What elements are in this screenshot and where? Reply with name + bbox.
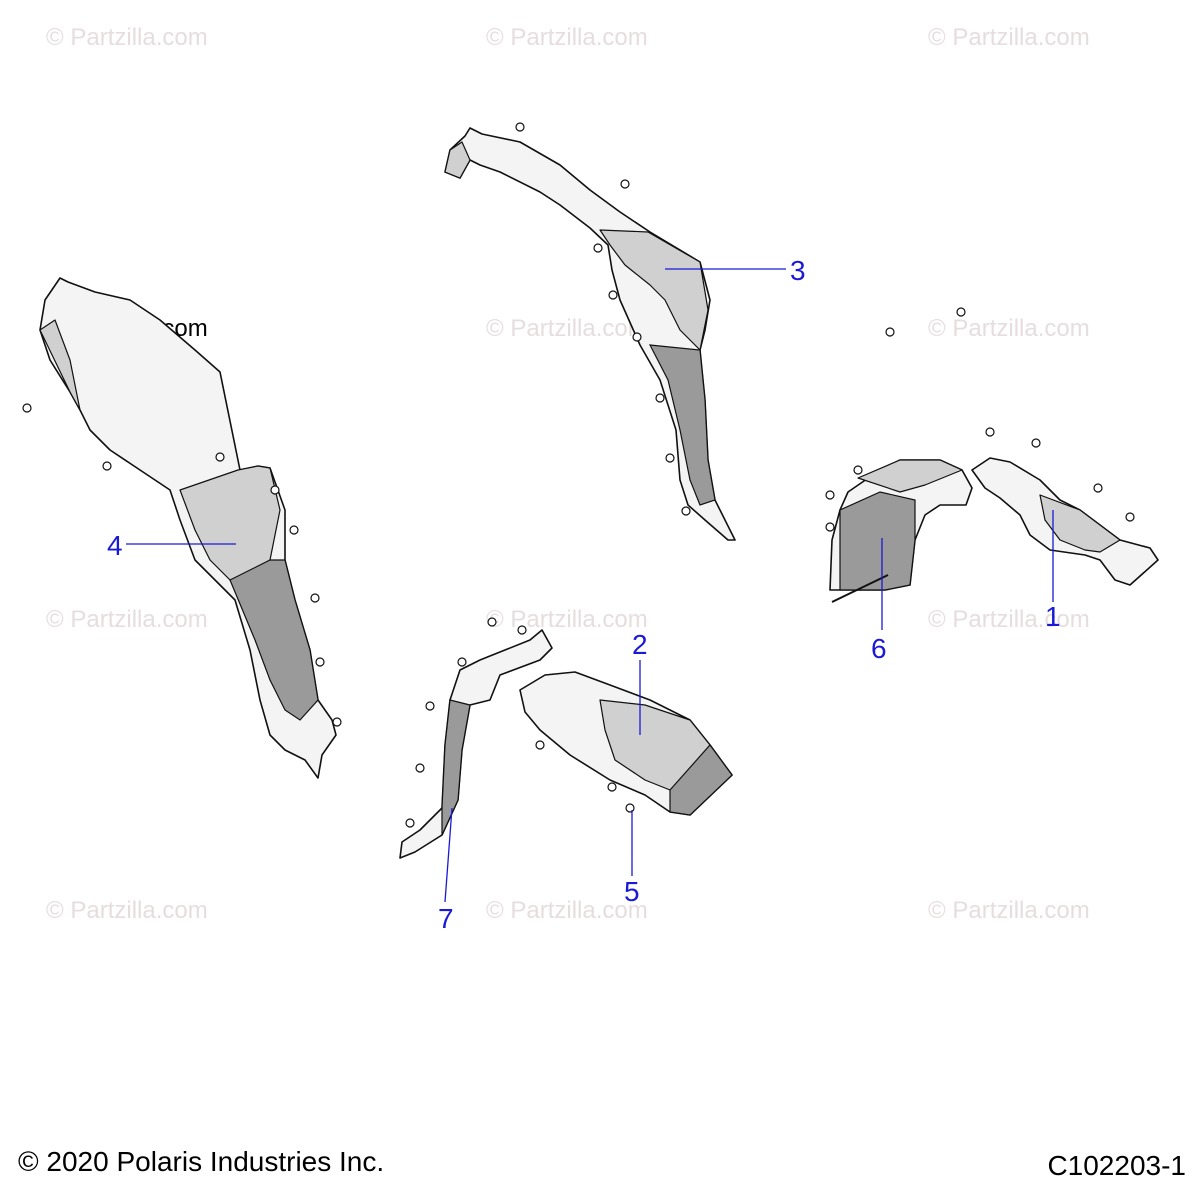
watermark-bottom-right: © Partzilla.com: [928, 897, 1090, 924]
fastener-icon: [681, 506, 691, 516]
fastener-icon: [535, 740, 545, 750]
watermark-bottom-left: © Partzilla.com: [46, 897, 208, 924]
watermark-top-right: © Partzilla.com: [928, 24, 1090, 51]
fastener-icon: [1093, 483, 1103, 493]
fastener-icon: [270, 485, 280, 495]
callout-6[interactable]: 6: [871, 633, 887, 664]
watermark-bottom-center: © Partzilla.com: [486, 897, 648, 924]
fastener-icon: [825, 490, 835, 500]
fastener-icon: [825, 522, 835, 532]
watermark-top-left: © Partzilla.com: [46, 24, 208, 51]
fastener-icon: [457, 657, 467, 667]
watermark-mid-right: © Partzilla.com: [928, 315, 1090, 342]
fastener-icon: [425, 701, 435, 711]
callout-5[interactable]: 5: [624, 876, 640, 907]
fastener-icon: [985, 427, 995, 437]
fastener-icon: [332, 717, 342, 727]
callout-3[interactable]: 3: [790, 255, 806, 286]
fastener-icon: [632, 332, 642, 342]
part-7-fender-flap: [399, 629, 553, 859]
part-4-fender-extension: [39, 277, 337, 779]
part-3-fender-extension: [444, 127, 736, 541]
polaris-copyright: © 2020 Polaris Industries Inc.: [18, 1146, 385, 1177]
callout-1[interactable]: 1: [1045, 601, 1061, 632]
fastener-icon: [853, 465, 863, 475]
fasteners: [22, 122, 1135, 828]
watermark-mid-center: © Partzilla.com: [486, 315, 648, 342]
callout-2[interactable]: 2: [632, 629, 648, 660]
fastener-icon: [415, 763, 425, 773]
callout-4[interactable]: 4: [107, 530, 123, 561]
callout-7[interactable]: 7: [438, 903, 454, 934]
part-2-fender-extension: [519, 671, 733, 816]
fastener-icon: [517, 625, 527, 635]
fastener-icon: [515, 122, 525, 132]
fastener-icon: [608, 290, 618, 300]
watermark-low-right: © Partzilla.com: [928, 606, 1090, 633]
fastener-icon: [620, 179, 630, 189]
watermark-low-left: © Partzilla.com: [46, 606, 208, 633]
fastener-icon: [102, 461, 112, 471]
fastener-icon: [1125, 512, 1135, 522]
fastener-icon: [215, 452, 225, 462]
fastener-icon: [885, 327, 895, 337]
fastener-icon: [665, 453, 675, 463]
fastener-icon: [310, 593, 320, 603]
fastener-icon: [289, 525, 299, 535]
leader-lines: [126, 268, 1054, 903]
part-1-fender-extension: [971, 457, 1159, 586]
fastener-icon: [22, 403, 32, 413]
fastener-icon: [405, 818, 415, 828]
fastener-icon: [1031, 438, 1041, 448]
diagram-code: C102203-1: [1047, 1150, 1186, 1181]
fastener-icon: [487, 617, 497, 627]
watermark-top-center: © Partzilla.com: [486, 24, 648, 51]
fastener-icon: [593, 243, 603, 253]
fastener-icon: [655, 393, 665, 403]
fastener-icon: [315, 657, 325, 667]
fastener-icon: [625, 803, 635, 813]
part-6-fender-flap: [829, 459, 973, 603]
fastener-icon: [607, 782, 617, 792]
watermark-low-center: © Partzilla.com: [486, 606, 648, 633]
fastener-icon: [956, 307, 966, 317]
